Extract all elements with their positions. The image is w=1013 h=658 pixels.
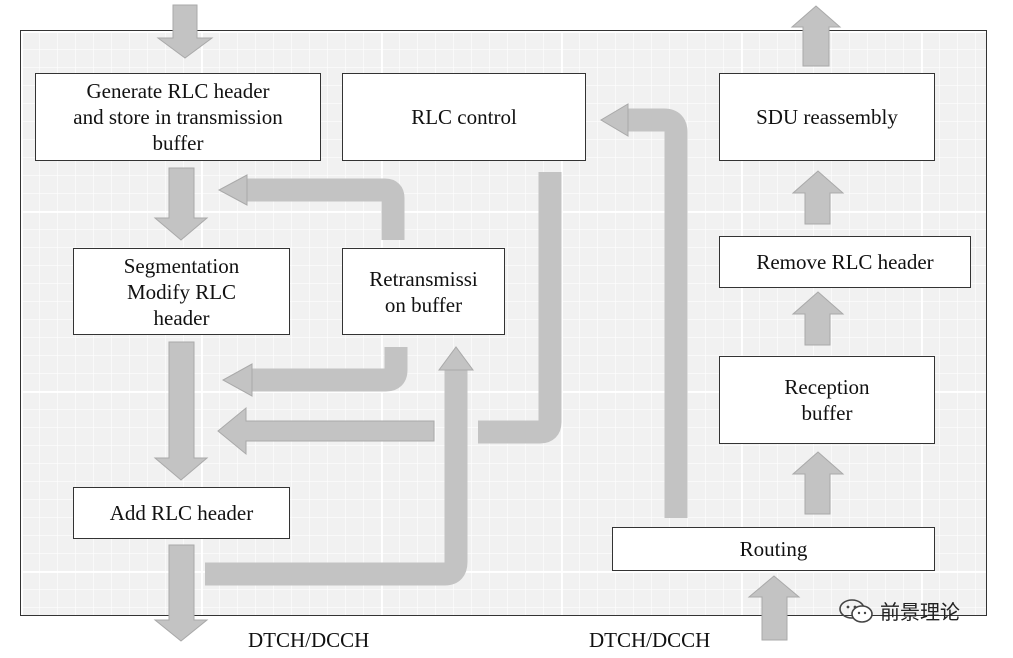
add-rlc-header-label: Add RLC header bbox=[109, 501, 254, 525]
segmentation-label: Segmentation Modify RLC header bbox=[123, 253, 240, 330]
arrow-input-bottom-right bbox=[747, 575, 801, 641]
routing-label: Routing bbox=[739, 537, 808, 561]
rlc-control-label: RLC control bbox=[411, 105, 517, 129]
right-channel-label: DTCH/DCCH bbox=[589, 628, 711, 652]
watermark: 前景理论 bbox=[838, 596, 960, 625]
arrow-control-down bbox=[478, 172, 562, 444]
add-rlc-header-box: Add RLC header bbox=[73, 487, 290, 539]
sdu-reassembly-box: SDU reassembly bbox=[719, 73, 935, 161]
arrow-input-top bbox=[156, 4, 214, 59]
arrow-routing-to-control-head bbox=[600, 103, 629, 137]
retransmission-buffer-label: Retransmissi on buffer bbox=[369, 266, 478, 317]
left-channel-label: DTCH/DCCH bbox=[248, 628, 370, 652]
arrow-segmentation-to-add bbox=[153, 341, 209, 481]
arrow-retransmission-up-left bbox=[245, 178, 405, 240]
arrow-routing-to-reception bbox=[791, 451, 845, 515]
arrow-add-to-retransmission-head bbox=[438, 346, 474, 371]
remove-rlc-header-box: Remove RLC header bbox=[719, 236, 971, 288]
arrow-retransmission-up-left-head bbox=[217, 174, 248, 206]
arrow-remove-to-sdu bbox=[791, 170, 845, 225]
arrow-routing-to-control bbox=[627, 108, 688, 518]
watermark-text: 前景理论 bbox=[880, 600, 960, 624]
wechat-icon bbox=[839, 598, 873, 623]
arrow-generate-to-segmentation bbox=[153, 167, 209, 241]
arrow-output-left bbox=[153, 544, 209, 642]
retransmission-buffer-box: Retransmissi on buffer bbox=[342, 248, 505, 335]
segmentation-box: Segmentation Modify RLC header bbox=[73, 248, 290, 335]
sdu-reassembly-label: SDU reassembly bbox=[756, 105, 898, 129]
arrow-output-top-right bbox=[790, 5, 842, 67]
remove-rlc-header-label: Remove RLC header bbox=[756, 250, 934, 274]
routing-box: Routing bbox=[612, 527, 935, 571]
arrow-retransmission-down-left-head bbox=[221, 363, 253, 397]
rlc-control-box: RLC control bbox=[342, 73, 586, 161]
reception-buffer-box: Reception buffer bbox=[719, 356, 935, 444]
arrow-control-left bbox=[217, 406, 435, 456]
reception-buffer-label: Reception buffer bbox=[784, 375, 870, 425]
arrow-retransmission-down-left bbox=[250, 347, 408, 392]
generate-rlc-header-box: Generate RLC header and store in transmi… bbox=[35, 73, 321, 161]
generate-rlc-header-label: Generate RLC header and store in transmi… bbox=[73, 79, 283, 155]
arrow-reception-to-remove bbox=[791, 291, 845, 346]
arrow-add-to-retransmission bbox=[205, 368, 468, 586]
